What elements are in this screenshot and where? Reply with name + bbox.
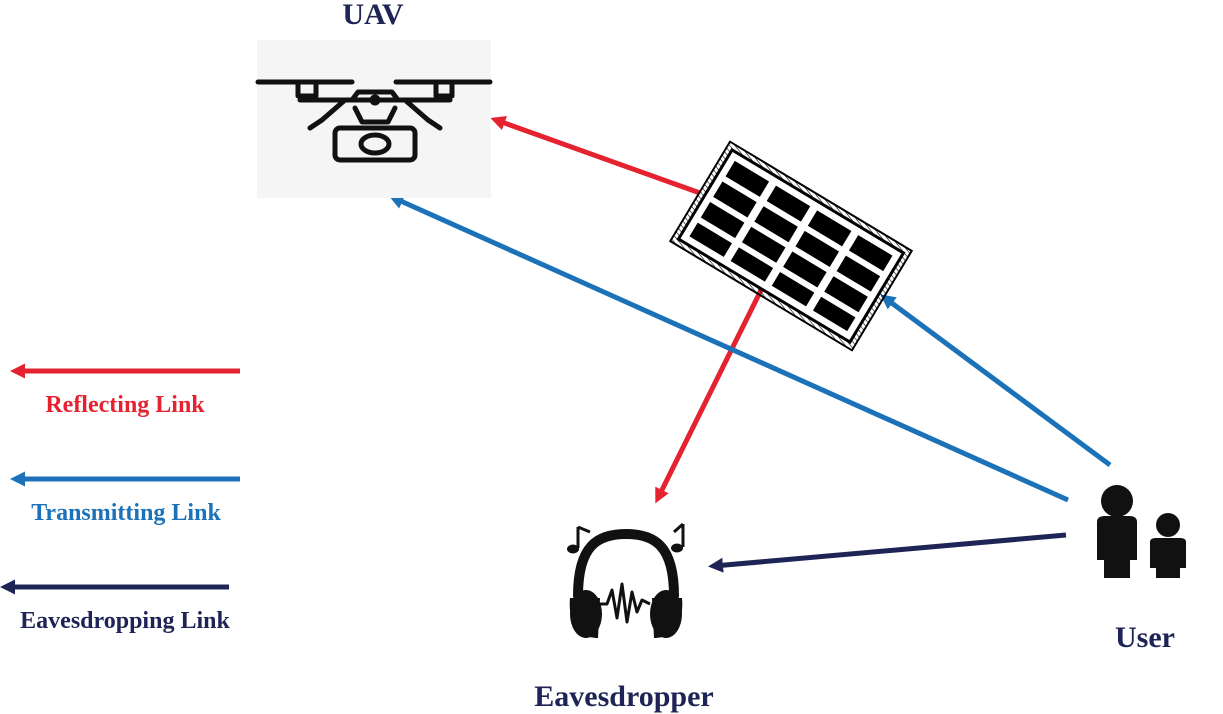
user-node: User <box>1097 485 1186 654</box>
legend-label-reflecting: Reflecting Link <box>45 392 205 418</box>
eavesdropping-link-user-to-eavesdropper <box>708 532 1067 573</box>
uav-node: UAV <box>255 0 493 198</box>
transmitting-link-user-to-uav <box>388 194 1070 503</box>
uav-label: UAV <box>342 0 403 31</box>
uav-icon-background <box>257 40 491 198</box>
eavesdropper-node: Eavesdropper <box>534 522 714 713</box>
legend-item-reflecting: Reflecting Link <box>9 363 240 418</box>
drone-camera-icon <box>255 79 493 163</box>
legend-item-transmitting: Transmitting Link <box>9 471 240 526</box>
legend-label-eavesdropping: Eavesdropping Link <box>20 608 230 634</box>
legend-item-eavesdropping: Eavesdropping Link <box>0 579 230 634</box>
reflecting-surface-panel-icon <box>668 140 914 352</box>
users-icon <box>1097 485 1186 578</box>
transmitting-link-user-to-ris <box>880 294 1112 468</box>
legend-label-transmitting: Transmitting Link <box>31 500 221 526</box>
reflecting-link-ris-to-uav <box>490 115 701 196</box>
eavesdropper-label: Eavesdropper <box>534 680 713 713</box>
ris-panel <box>668 140 914 352</box>
user-label: User <box>1115 621 1175 654</box>
legend: Reflecting Link Transmitting Link Eavesd… <box>0 363 240 634</box>
headphones-music-icon <box>567 522 685 638</box>
reflecting-link-ris-to-eavesdropper <box>655 274 771 504</box>
